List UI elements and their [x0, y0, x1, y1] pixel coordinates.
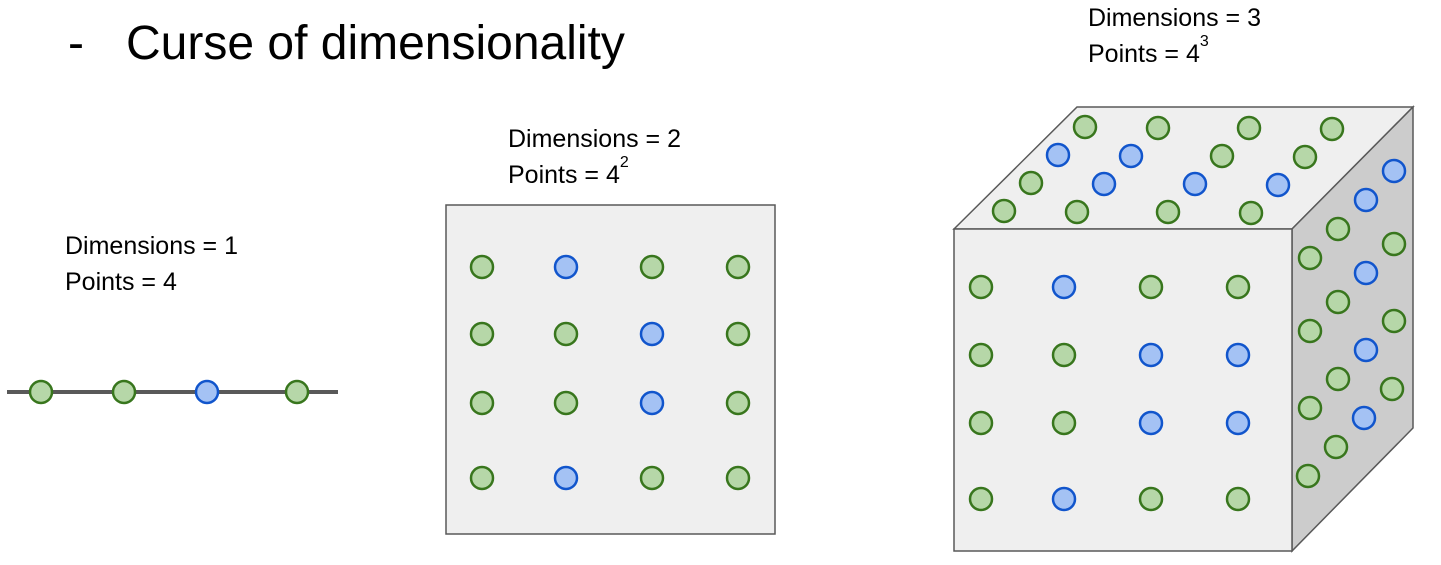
- blue-point-cube-top: [1182, 171, 1208, 197]
- title-text: Curse of dimensionality: [126, 17, 625, 70]
- green-point-1d: [284, 379, 310, 405]
- green-point-2d: [469, 390, 495, 416]
- green-point-cube-side: [1381, 308, 1407, 334]
- blue-point-cube-side: [1353, 187, 1379, 213]
- green-point-cube-top: [1319, 116, 1345, 142]
- green-point-cube-side: [1297, 245, 1323, 271]
- green-point-cube-top: [1018, 170, 1044, 196]
- blue-point-cube-top: [1091, 171, 1117, 197]
- blue-point-2d: [639, 321, 665, 347]
- label-1d: Dimensions = 1 Points = 4: [65, 228, 238, 300]
- green-point-cube-front: [968, 410, 994, 436]
- green-point-2d: [469, 465, 495, 491]
- green-point-cube-top: [1145, 115, 1171, 141]
- green-point-2d: [725, 321, 751, 347]
- blue-point-cube-front: [1225, 342, 1251, 368]
- green-point-cube-side: [1325, 366, 1351, 392]
- green-point-cube-front: [1225, 486, 1251, 512]
- green-point-2d: [469, 254, 495, 280]
- green-point-cube-front: [968, 274, 994, 300]
- green-point-cube-front: [968, 486, 994, 512]
- slide-title: -Curse of dimensionality: [68, 14, 625, 74]
- green-point-cube-top: [1236, 115, 1262, 141]
- points-exponent-3d: 3: [1199, 33, 1209, 50]
- green-point-cube-side: [1323, 434, 1349, 460]
- green-point-cube-side: [1295, 463, 1321, 489]
- points-label-3d: Points = 43: [1088, 33, 1209, 69]
- blue-point-cube-front: [1051, 486, 1077, 512]
- green-point-2d: [725, 390, 751, 416]
- dimensions-label-3d: Dimensions = 3: [1088, 4, 1261, 32]
- green-point-cube-front: [1138, 274, 1164, 300]
- green-point-cube-front: [1051, 342, 1077, 368]
- green-point-cube-top: [1209, 143, 1235, 169]
- blue-point-cube-front: [1138, 410, 1164, 436]
- green-point-cube-side: [1297, 318, 1323, 344]
- green-point-1d: [111, 379, 137, 405]
- dimensions-label-2d: Dimensions = 2: [508, 125, 681, 153]
- green-point-cube-top: [1072, 114, 1098, 140]
- blue-point-cube-front: [1138, 342, 1164, 368]
- green-point-cube-side: [1325, 289, 1351, 315]
- green-point-cube-top: [1238, 200, 1264, 226]
- dimensions-label-1d: Dimensions = 1: [65, 232, 238, 260]
- blue-point-cube-side: [1353, 337, 1379, 363]
- green-point-2d: [553, 390, 579, 416]
- green-point-cube-front: [1138, 486, 1164, 512]
- green-point-cube-front: [968, 342, 994, 368]
- green-point-1d: [28, 379, 54, 405]
- green-point-2d: [469, 321, 495, 347]
- green-point-cube-top: [1155, 199, 1181, 225]
- blue-point-cube-front: [1051, 274, 1077, 300]
- green-point-cube-side: [1379, 376, 1405, 402]
- points-label-2d: Points = 42: [508, 154, 629, 190]
- green-point-cube-front: [1051, 410, 1077, 436]
- green-point-2d: [553, 321, 579, 347]
- square-2d: [445, 204, 776, 535]
- green-point-2d: [639, 254, 665, 280]
- title-bullet: -: [68, 17, 84, 70]
- blue-point-1d: [194, 379, 220, 405]
- green-point-cube-side: [1381, 231, 1407, 257]
- green-point-cube-side: [1325, 216, 1351, 242]
- points-label-1d: Points = 4: [65, 268, 177, 296]
- blue-point-cube-side: [1351, 405, 1377, 431]
- green-point-cube-side: [1297, 395, 1323, 421]
- blue-point-cube-side: [1381, 158, 1407, 184]
- green-point-2d: [639, 465, 665, 491]
- label-2d: Dimensions = 2 Points = 42: [508, 121, 681, 193]
- green-point-2d: [725, 465, 751, 491]
- points-exponent-2d: 2: [619, 154, 629, 171]
- blue-point-cube-side: [1353, 260, 1379, 286]
- blue-point-cube-top: [1118, 143, 1144, 169]
- blue-point-cube-front: [1225, 410, 1251, 436]
- blue-point-2d: [639, 390, 665, 416]
- green-point-cube-top: [1292, 144, 1318, 170]
- green-point-2d: [725, 254, 751, 280]
- green-point-cube-top: [1064, 199, 1090, 225]
- blue-point-cube-top: [1265, 172, 1291, 198]
- green-point-cube-top: [991, 198, 1017, 224]
- blue-point-2d: [553, 465, 579, 491]
- blue-point-2d: [553, 254, 579, 280]
- label-3d: Dimensions = 3 Points = 43: [1088, 0, 1261, 72]
- green-point-cube-front: [1225, 274, 1251, 300]
- blue-point-cube-top: [1045, 142, 1071, 168]
